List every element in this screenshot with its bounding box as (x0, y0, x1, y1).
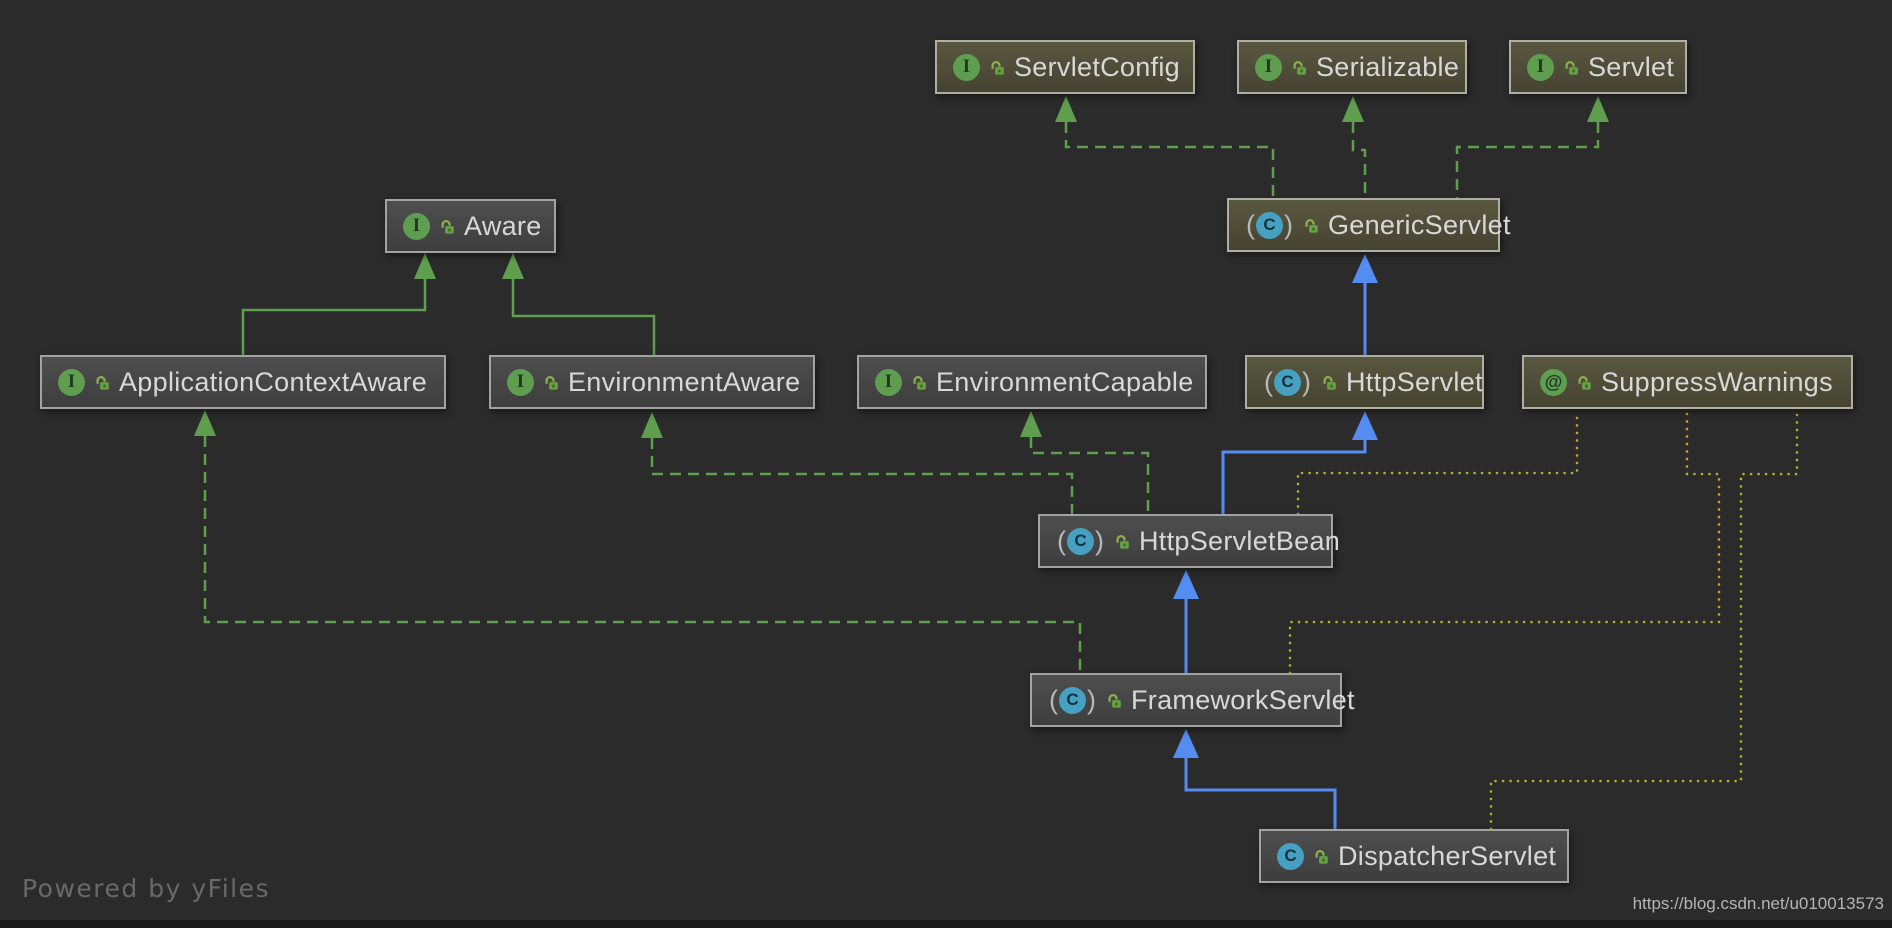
abstract-class-icon: (C) (1246, 209, 1293, 240)
interface-icon: I (403, 212, 430, 240)
interface-icon: I (875, 368, 902, 396)
class-node-HttpServletBean[interactable]: (C) HttpServletBean (1038, 514, 1340, 568)
annotation-icon: @ (1540, 368, 1567, 396)
class-name-label: DispatcherServlet (1338, 840, 1557, 871)
lock-icon (913, 375, 926, 390)
lock-icon (1116, 534, 1129, 549)
interface-icon: I (507, 368, 534, 396)
class-node-Servlet[interactable]: I Servlet (1509, 40, 1687, 94)
abstract-class-icon: (C) (1057, 525, 1104, 556)
class-name-label: FrameworkServlet (1131, 684, 1355, 715)
arrowhead-icon (1173, 729, 1199, 758)
lock-icon (991, 60, 1004, 75)
class-name-label: HttpServlet (1346, 366, 1483, 397)
abstract-class-icon: (C) (1049, 684, 1096, 715)
class-name-label: Serializable (1316, 51, 1460, 82)
class-node-SuppressWarnings[interactable]: @ SuppressWarnings (1522, 355, 1853, 409)
lock-icon (1108, 693, 1121, 708)
arrowhead-icon (1173, 570, 1199, 599)
arrowhead-icon (1352, 411, 1378, 440)
class-name-label: Aware (464, 210, 542, 241)
edge-GenericServlet-implements-Serializable (1351, 122, 1367, 198)
lock-icon (1315, 849, 1328, 864)
arrowhead-icon (1587, 96, 1609, 122)
bottom-bar (0, 920, 1892, 928)
class-name-label: EnvironmentAware (568, 366, 801, 397)
arrowhead-icon (641, 412, 663, 438)
class-name-label: ServletConfig (1014, 51, 1180, 82)
lock-icon (1565, 60, 1578, 75)
edge-HttpServletBean-extends-HttpServlet (1221, 440, 1367, 514)
edge-DispatcherServlet-extends-FrameworkServlet (1184, 758, 1337, 829)
arrowhead-icon (502, 253, 524, 279)
edge-FrameworkServlet-annotated-with-SuppressWarnings (1288, 409, 1721, 675)
lock-icon (1578, 375, 1591, 390)
edge-HttpServletBean-implements-EnvironmentAware (650, 438, 1074, 514)
edge-GenericServlet-implements-Servlet (1455, 122, 1600, 198)
class-name-label: GenericServlet (1328, 209, 1511, 240)
interface-icon: I (1255, 53, 1282, 81)
arrowhead-icon (1020, 411, 1042, 437)
lock-icon (1323, 375, 1336, 390)
edge-FrameworkServlet-implements-ApplicationContextAware (203, 436, 1082, 673)
lock-icon (1293, 60, 1306, 75)
class-icon: C (1277, 842, 1304, 870)
abstract-class-icon: (C) (1264, 366, 1311, 397)
edge-EnvironmentAware-extends-Aware (511, 279, 656, 355)
arrowhead-icon (1342, 96, 1364, 122)
class-node-EnvironmentAware[interactable]: I EnvironmentAware (489, 355, 815, 409)
class-name-label: SuppressWarnings (1601, 366, 1833, 397)
arrowhead-icon (1352, 254, 1378, 283)
yfiles-watermark: Powered by yFiles (22, 874, 270, 903)
edge-HttpServletBean-annotated-with-SuppressWarnings (1296, 409, 1579, 516)
arrowhead-icon (194, 410, 216, 436)
class-node-Aware[interactable]: I Aware (385, 199, 556, 253)
class-node-HttpServlet[interactable]: (C) HttpServlet (1245, 355, 1484, 409)
edge-HttpServletBean-implements-EnvironmentCapable (1029, 437, 1150, 514)
class-name-label: EnvironmentCapable (936, 366, 1194, 397)
class-node-DispatcherServlet[interactable]: C DispatcherServlet (1259, 829, 1569, 883)
edge-GenericServlet-implements-ServletConfig (1064, 122, 1275, 198)
edge-ApplicationContextAware-extends-Aware (241, 279, 427, 355)
lock-icon (545, 375, 558, 390)
lock-icon (1305, 218, 1318, 233)
arrowhead-icon (414, 253, 436, 279)
class-name-label: ApplicationContextAware (119, 366, 428, 397)
interface-icon: I (58, 368, 85, 396)
class-name-label: Servlet (1588, 51, 1675, 82)
class-node-Serializable[interactable]: I Serializable (1237, 40, 1467, 94)
class-node-FrameworkServlet[interactable]: (C) FrameworkServlet (1030, 673, 1355, 727)
interface-icon: I (953, 53, 980, 81)
class-node-ApplicationContextAware[interactable]: I ApplicationContextAware (40, 355, 446, 409)
interface-icon: I (1527, 53, 1554, 81)
class-node-ServletConfig[interactable]: I ServletConfig (935, 40, 1195, 94)
lock-icon (441, 219, 454, 234)
lock-icon (96, 375, 109, 390)
source-url-text: https://blog.csdn.net/u010013573 (1632, 894, 1884, 913)
class-node-GenericServlet[interactable]: (C) GenericServlet (1227, 198, 1510, 252)
class-name-label: HttpServletBean (1139, 525, 1341, 556)
arrowhead-icon (1055, 96, 1077, 122)
class-node-EnvironmentCapable[interactable]: I EnvironmentCapable (857, 355, 1207, 409)
